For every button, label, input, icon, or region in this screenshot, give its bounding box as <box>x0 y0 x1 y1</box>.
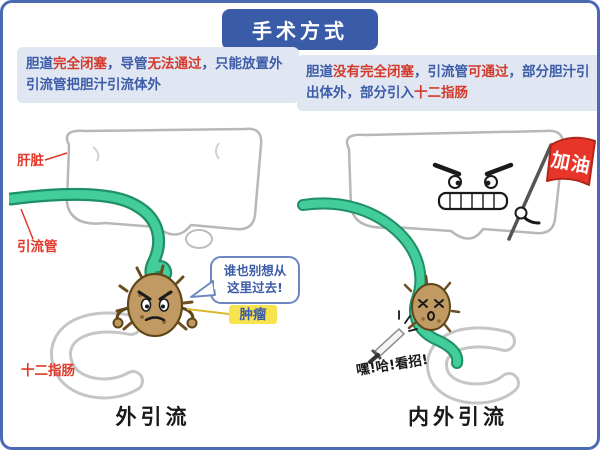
flag-fist <box>514 206 528 220</box>
page-title: 手术方式 <box>222 9 378 50</box>
description-segment: 完全闭塞 <box>53 56 107 72</box>
right-panel-drawing: 加油 <box>297 129 596 405</box>
liver-label: 肝脏 <box>17 152 68 169</box>
description-segment: 没有完全闭塞 <box>333 64 414 80</box>
svg-text:肝脏: 肝脏 <box>17 152 44 169</box>
right-description-box: 胆道没有完全闭塞，引流管可通过，部分胆汁引出体外，部分引入十二指肠 <box>297 55 597 111</box>
tumor-left <box>112 264 198 338</box>
description-segment: ，只能放置外引流管把胆汁引流体外 <box>26 56 283 93</box>
description-segment: 十二指肠 <box>414 84 468 101</box>
impact-sparks <box>398 310 418 332</box>
duodenum-label: 十二指肠 <box>21 362 75 379</box>
sword <box>368 310 418 364</box>
svg-text:肿瘤: 肿瘤 <box>240 306 267 323</box>
description-segment: 无法通过 <box>147 56 202 72</box>
description-segment: 胆道 <box>306 64 333 80</box>
tumor-right-dizzy-eyes <box>418 299 444 308</box>
duodenum-right <box>426 326 520 405</box>
tumor-left-mouth <box>144 316 166 322</box>
left-panel-drawing: 谁也别想从 这里过去! 肿瘤 肝脏 引流管 十二指肠 <box>9 127 300 400</box>
speech-text-line2: 这里过去! <box>227 280 283 295</box>
right-caption: 内外引流 <box>408 405 508 429</box>
drain-tube-label: 引流管 <box>17 208 58 255</box>
gallbladder-left <box>185 229 213 249</box>
speech-bubble: 谁也别想从 这里过去! <box>190 256 300 304</box>
tumor-right <box>403 274 461 333</box>
tumor-left-eyebrows <box>137 290 173 301</box>
description-segment: 胆道 <box>26 56 53 72</box>
fight-text: 嘿!哈!看招! <box>355 351 429 379</box>
description-segment: ，部分胆汁引出体外，部分引入 <box>306 64 590 101</box>
liver-left-texture <box>92 142 220 162</box>
liver-right-face <box>432 162 514 211</box>
duodenum-left <box>50 311 144 400</box>
speech-text-line1: 谁也别想从 <box>224 263 287 278</box>
description-segment: 可通过 <box>468 64 509 80</box>
cheer-flag: 加油 <box>507 136 596 241</box>
left-description-box: 胆道完全闭塞，导管无法通过，只能放置外引流管把胆汁引流体外 <box>17 47 299 103</box>
description-segment: ，引流管 <box>414 64 468 80</box>
illustration-canvas: 谁也别想从 这里过去! 肿瘤 肝脏 引流管 十二指肠 <box>9 127 596 405</box>
svg-text:引流管: 引流管 <box>17 238 58 255</box>
left-caption: 外引流 <box>115 405 191 429</box>
description-segment: ，导管 <box>107 56 148 72</box>
liver-left-shape <box>65 127 263 236</box>
drain-tube-left <box>9 187 173 287</box>
tumor-label: 肿瘤 <box>186 305 277 324</box>
